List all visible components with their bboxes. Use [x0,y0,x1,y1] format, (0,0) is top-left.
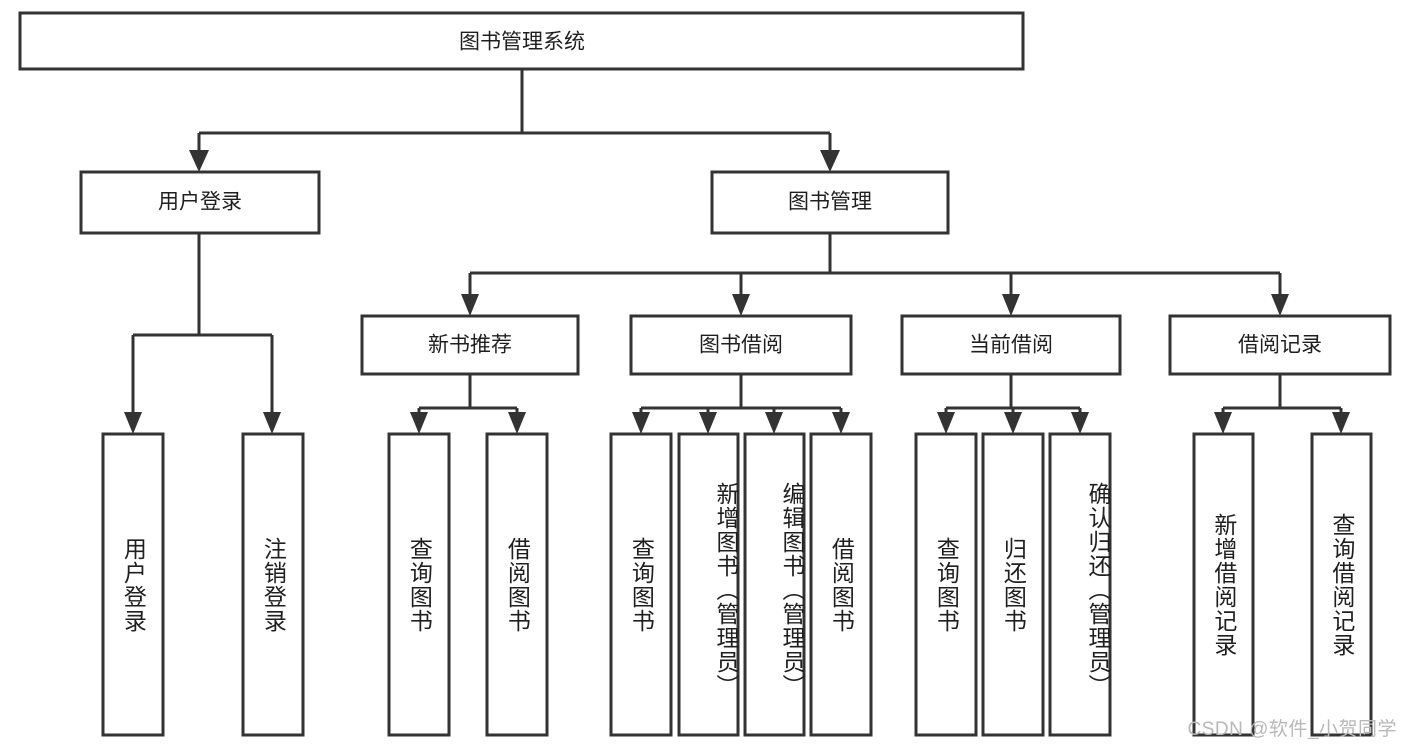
node-current-borrow[interactable]: 当前借阅 [900,314,1122,376]
leaf-user-login[interactable] [101,432,165,737]
csdn-watermark: CSDN @软件_小贺同学 [1187,719,1397,740]
arrow-head-borrow-record [1271,294,1289,316]
connector-new-book-recommend-to-leaves [410,374,526,434]
leaf-add-record[interactable] [1192,432,1255,737]
arrow-head-leaf-borrow-book-2 [832,412,850,434]
arrow-head-leaf-user-login [124,412,142,434]
arrow-head-leaf-edit-book [765,412,783,434]
connector-borrow-record-to-leaves [1214,374,1350,434]
node-current-borrow-label: 当前借阅 [969,334,1053,357]
node-root-label: 图书管理系统 [459,31,585,54]
arrow-head-leaf-add-record [1214,412,1232,434]
node-root[interactable]: 图书管理系统 [18,11,1025,71]
node-book-management-label: 图书管理 [788,191,872,214]
leaf-query-book-1[interactable] [387,432,451,737]
connector-current-borrow-to-leaves [937,374,1089,434]
arrow-head-leaf-query-book-1 [410,412,428,434]
arrow-head-leaf-confirm-return [1071,412,1089,434]
arrow-head-new-book-recommend [461,294,479,316]
arrow-head-leaf-borrow-book-1 [508,412,526,434]
arrow-head-leaf-add-book [699,412,717,434]
connector-root-to-level2 [189,69,840,172]
node-new-book-recommend-label: 新书推荐 [428,334,512,357]
leaf-query-book-3[interactable] [914,432,978,737]
arrow-head-book-management [820,150,840,172]
arrow-head-current-borrow [1002,294,1020,316]
arrow-head-leaf-query-book-3 [937,412,955,434]
node-book-management[interactable]: 图书管理 [710,170,950,235]
node-user-login[interactable]: 用户登录 [79,170,321,235]
node-book-borrow[interactable]: 图书借阅 [629,314,853,376]
node-user-login-label: 用户登录 [158,191,242,214]
leaf-add-book[interactable] [677,432,740,737]
leaf-query-record[interactable] [1310,432,1373,737]
arrow-head-leaf-return-book [1004,412,1022,434]
leaf-return-book[interactable] [981,432,1045,737]
node-borrow-record-label: 借阅记录 [1238,334,1322,357]
arrow-head-leaf-logout-login [263,412,281,434]
connector-book-borrow-to-leaves [632,374,850,434]
arrow-head-leaf-query-record [1332,412,1350,434]
leaf-borrow-book-1[interactable] [485,432,549,737]
connector-user-login-to-leaves [124,233,281,434]
node-borrow-record[interactable]: 借阅记录 [1168,314,1392,376]
leaf-confirm-return[interactable] [1048,432,1112,737]
connector-book-management-to-level3 [461,233,1289,316]
leaf-logout-login[interactable] [241,432,305,737]
arrow-head-user-login [189,150,209,172]
arrow-head-leaf-query-book-2 [632,412,650,434]
node-book-borrow-label: 图书借阅 [699,334,783,357]
leaf-edit-book[interactable] [743,432,806,737]
leaf-borrow-book-2[interactable] [809,432,873,737]
node-new-book-recommend[interactable]: 新书推荐 [360,314,580,376]
arrow-head-book-borrow [732,294,750,316]
leaf-query-book-2[interactable] [609,432,673,737]
